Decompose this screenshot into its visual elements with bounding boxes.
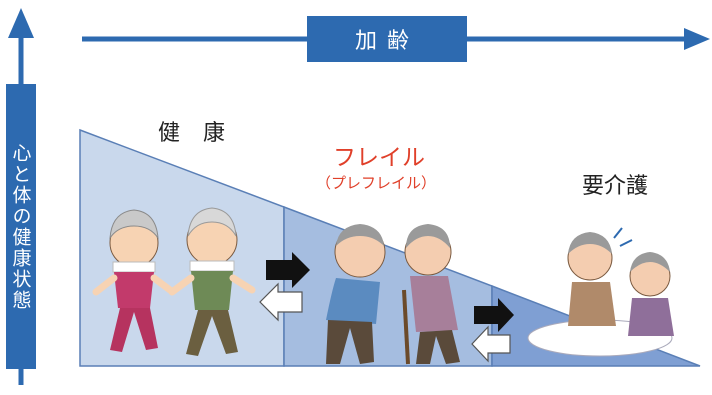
stage-label-frail: フレイル <box>333 145 425 171</box>
right-arrow-icon <box>266 252 310 288</box>
vertical-axis-label: 心と体の健康状態 <box>6 84 36 369</box>
horizontal-axis-label: 加齢 <box>307 16 467 62</box>
left-arrow-icon <box>259 282 303 322</box>
right-arrow-icon <box>474 298 514 332</box>
left-arrow-icon <box>471 325 511 363</box>
frail-elderly-man-icon <box>326 224 386 364</box>
stage-label-healthy: 健 康 <box>158 121 233 146</box>
stage-frail-region <box>283 205 493 367</box>
elderly-man-walking-icon <box>168 207 256 356</box>
elderly-woman-walking-icon <box>92 209 174 352</box>
stage-label-prefrail: （プレフレイル） <box>316 174 437 192</box>
stage-label-care: 要介護 <box>582 174 649 199</box>
frail-elderly-woman-cane-icon <box>402 224 460 365</box>
caregiver-icon <box>613 227 674 336</box>
